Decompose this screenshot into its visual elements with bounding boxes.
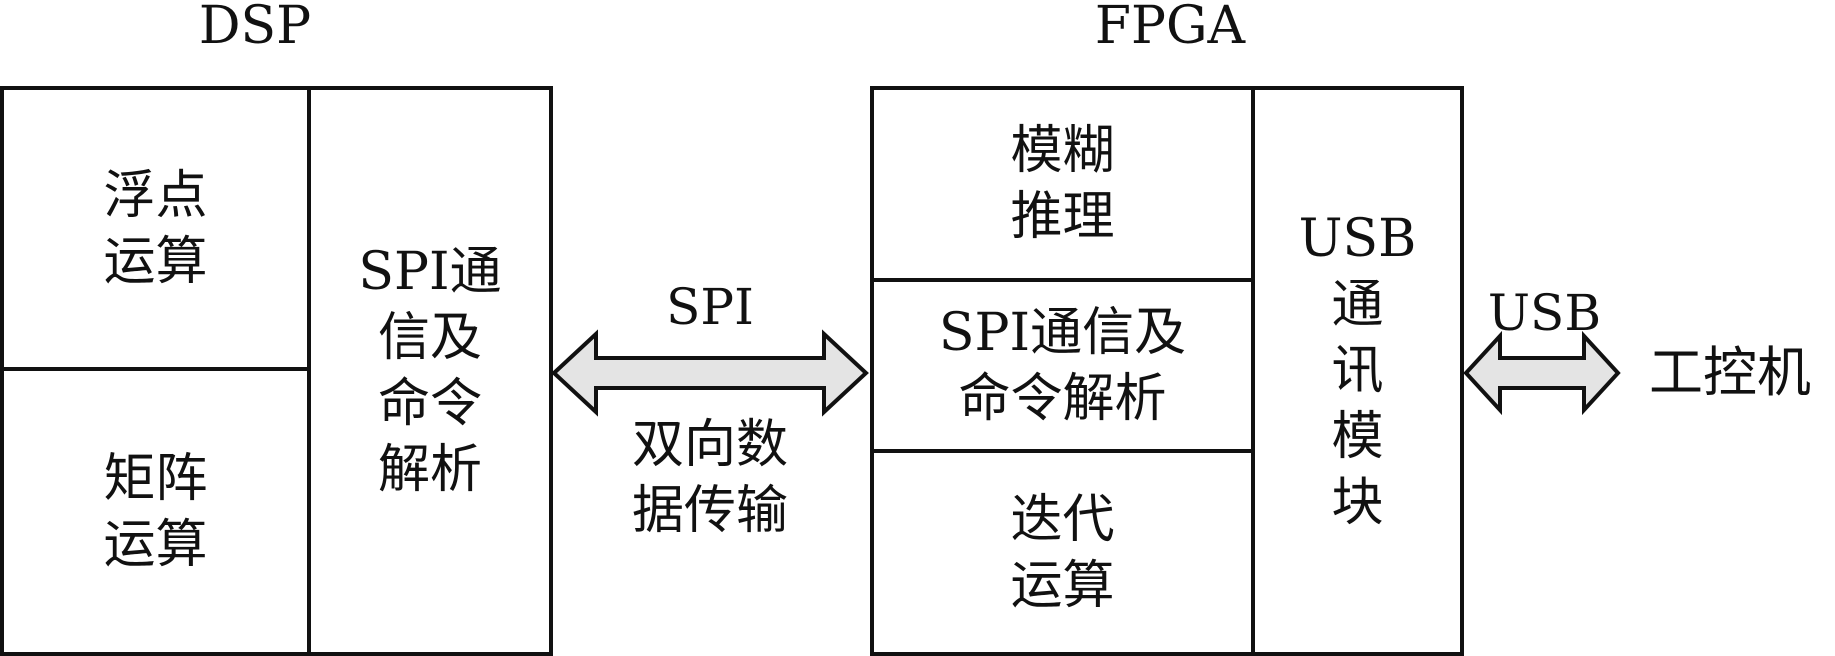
fpga-block [870,86,1464,656]
fpga-usb-module-label: USB 通 讯 模 块 [1298,209,1417,533]
fpga-spi-cmd-cell: SPI通信及 命令解析 [874,282,1251,449]
usb-bus-label: USB [1487,284,1602,342]
fpga-divider-bottom [870,449,1253,453]
dsp-spi-cmd-label: SPI通 信及 命令 解析 [358,242,502,500]
fpga-spi-cmd-label: SPI通信及 命令解析 [938,302,1187,429]
fpga-iterate-label: 迭代 运算 [1010,489,1115,616]
spi-bidirectional-arrow [551,329,869,417]
dsp-divider-vertical [307,86,311,656]
dsp-spi-cmd-cell: SPI通 信及 命令 解析 [311,90,549,652]
spi-bus-label: SPI [666,278,754,336]
dsp-float-calc-cell: 浮点 运算 [4,90,307,367]
usb-bidirectional-arrow [1463,330,1621,416]
dsp-block [0,86,553,656]
spi-transfer-desc: 双向数 据传输 [590,398,830,558]
fpga-iterate-cell: 迭代 运算 [874,453,1251,652]
fpga-title: FPGA [1094,0,1246,56]
fpga-fuzzy-label: 模糊 推理 [1010,121,1115,247]
dsp-matrix-calc-cell: 矩阵 运算 [4,371,307,652]
industrial-pc-label: 工控机 [1649,341,1811,404]
fpga-fuzzy-cell: 模糊 推理 [874,90,1251,278]
spi-transfer-desc-label: 双向数 据传输 [631,415,788,541]
dsp-float-calc-label: 浮点 运算 [103,165,208,292]
fpga-usb-module-cell: USB 通 讯 模 块 [1255,90,1460,652]
dsp-matrix-calc-label: 矩阵 运算 [103,448,208,575]
dsp-title: DSP [198,0,312,56]
dsp-divider-horizontal [0,367,309,371]
fpga-divider-vertical [1251,86,1255,656]
fpga-divider-top [870,278,1253,282]
